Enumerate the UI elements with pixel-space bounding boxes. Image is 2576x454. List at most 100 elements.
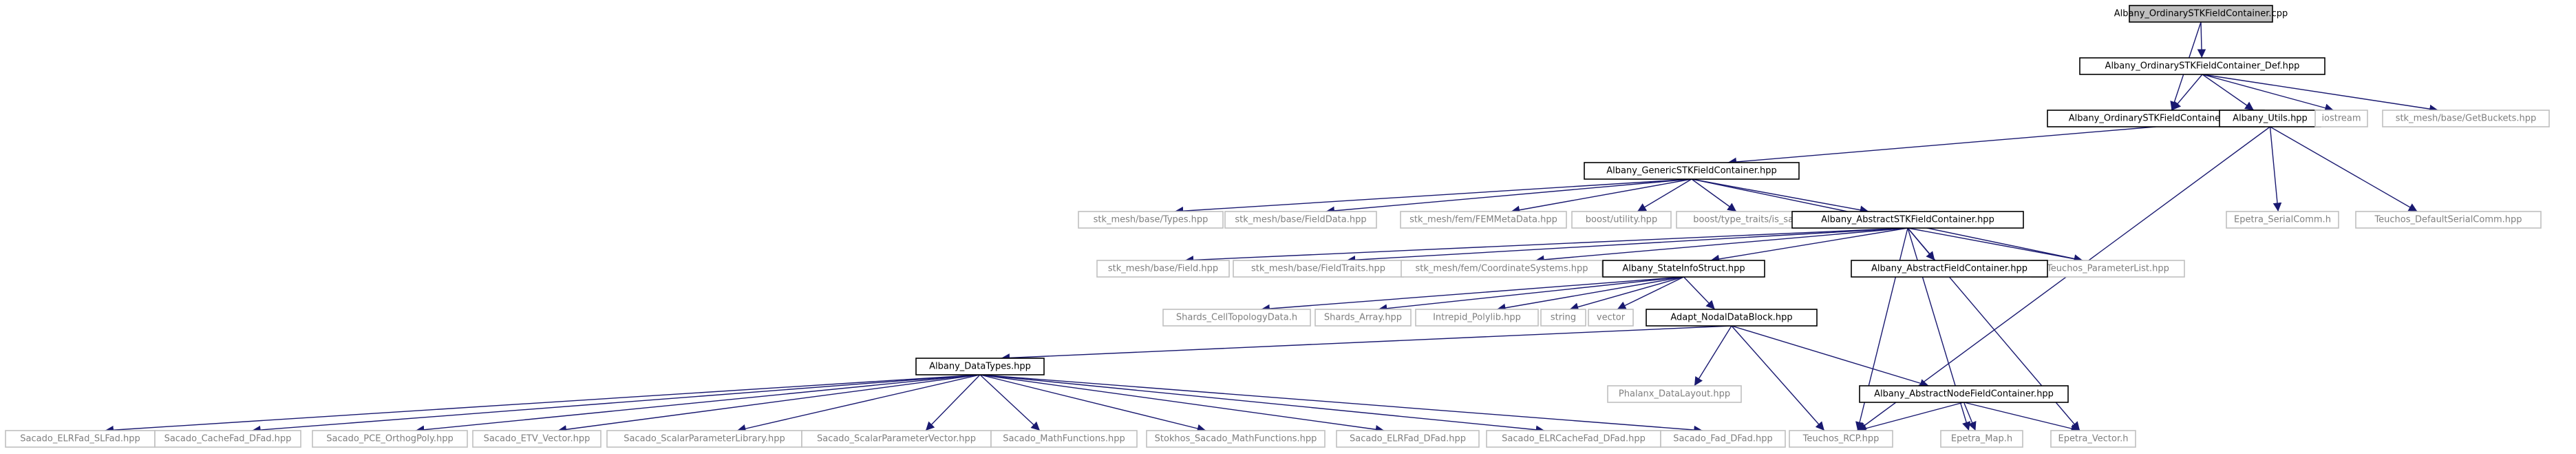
node-label: vector — [1597, 313, 1626, 323]
node-label: stk_mesh/fem/CoordinateSystems.hpp — [1416, 264, 1588, 274]
node-rcp: Teuchos_RCP.hpp — [1789, 430, 1893, 448]
edge-utils-to-rcp — [1857, 126, 2270, 431]
edge — [1511, 178, 1692, 214]
node-layer: Albany_OrdinarySTKFieldContainer.cppAlba… — [5, 5, 2550, 448]
edge-datatypes-to-elrdfad — [979, 374, 1385, 434]
node-label: Phalanx_DataLayout.hpp — [1619, 389, 1730, 400]
node-label: Albany_StateInfoStruct.hpp — [1622, 264, 1745, 274]
edge — [1378, 276, 1684, 313]
node-label: Adapt_NodalDataBlock.hpp — [1670, 313, 1792, 323]
edge-generic-to-types — [1174, 178, 1692, 216]
node-label: Albany_OrdinarySTKFieldContainer.hpp — [2069, 114, 2244, 124]
node-abstractstk[interactable]: Albany_AbstractSTKFieldContainer.hpp — [1791, 211, 2024, 229]
edge — [1727, 126, 2156, 167]
edge — [1174, 178, 1692, 216]
node-box[interactable] — [1584, 162, 1800, 180]
edge-stateinfo-to-celltopo — [1261, 276, 1684, 313]
node-datatypes[interactable]: Albany_DataTypes.hpp — [915, 358, 1045, 375]
node-box[interactable] — [1646, 309, 1818, 327]
node-box — [2050, 430, 2136, 448]
edge — [1001, 325, 1732, 362]
edge-datatypes-to-faddfad — [979, 374, 1703, 435]
node-coordsys: stk_mesh/fem/CoordinateSystems.hpp — [1401, 260, 1603, 278]
node-nodal[interactable]: Adapt_NodalDataBlock.hpp — [1646, 309, 1818, 327]
node-utils[interactable]: Albany_Utils.hpp — [2219, 110, 2321, 127]
node-abstractfield[interactable]: Albany_AbstractFieldContainer.hpp — [1851, 260, 2048, 278]
node-label: stk_mesh/base/GetBuckets.hpp — [2396, 114, 2537, 124]
node-box — [312, 430, 468, 448]
edge — [1617, 276, 1684, 310]
node-box[interactable] — [915, 358, 1045, 375]
edge — [2269, 126, 2282, 212]
node-box — [2355, 211, 2542, 229]
node-elrslfad: Sacado_ELRFad_SLFad.hpp — [5, 430, 156, 448]
node-box[interactable] — [2079, 57, 2325, 75]
edge-abstractnode-to-rcp — [1857, 402, 1964, 433]
edge — [1326, 178, 1692, 216]
node-box[interactable] — [1791, 211, 2024, 229]
edge — [2197, 21, 2206, 59]
node-label: Albany_Utils.hpp — [2233, 114, 2308, 124]
edge-root-to-def — [2197, 21, 2206, 59]
node-vector: vector — [1588, 309, 1634, 327]
node-box — [1607, 385, 1742, 403]
node-label: Epetra_Map.h — [1951, 434, 2012, 444]
edge-abstractstk-to-paramlist — [1907, 227, 2083, 263]
node-label: Albany_GenericSTKFieldContainer.hpp — [1606, 166, 1777, 176]
edge-datatypes-to-mathfn — [979, 374, 1041, 431]
node-stateinfo[interactable]: Albany_StateInfoStruct.hpp — [1602, 260, 1765, 278]
edge-stateinfo-to-vector — [1617, 276, 1684, 310]
node-box — [2314, 110, 2368, 127]
node-epetravec: Epetra_Vector.h — [2050, 430, 2136, 448]
node-celltopo: Shards_CellTopologyData.h — [1162, 309, 1311, 327]
node-box — [1224, 211, 1377, 229]
edge — [979, 374, 1041, 431]
edge — [925, 374, 981, 431]
edge — [1963, 402, 2080, 433]
node-boostutil: boost/utility.hpp — [1571, 211, 1672, 229]
node-box — [5, 430, 156, 448]
node-label: Sacado_PCE_OrthogPoly.hpp — [326, 434, 453, 444]
node-label: Sacado_ScalarParameterVector.hpp — [817, 434, 976, 444]
node-box — [990, 430, 1138, 448]
node-box[interactable] — [1602, 260, 1765, 278]
node-label: Sacado_CacheFad_DFad.hpp — [164, 434, 292, 444]
node-label: Sacado_ELRFad_SLFad.hpp — [20, 434, 140, 444]
node-string: string — [1540, 309, 1586, 327]
node-box — [1401, 260, 1603, 278]
node-getbuckets: stk_mesh/base/GetBuckets.hpp — [2382, 110, 2550, 127]
node-label: Sacado_ELRCacheFad_DFad.hpp — [1502, 434, 1646, 444]
edge-abstractstk-to-fieldtraits — [1346, 227, 1908, 265]
edge-def-to-getbuckets — [2202, 74, 2438, 114]
node-generic[interactable]: Albany_GenericSTKFieldContainer.hpp — [1584, 162, 1800, 180]
node-box — [1314, 309, 1412, 327]
node-abstractnode[interactable]: Albany_AbstractNodeFieldContainer.hpp — [1859, 385, 2069, 403]
node-box[interactable] — [2129, 5, 2273, 23]
node-box[interactable] — [1859, 385, 2069, 403]
node-label: Albany_OrdinarySTKFieldContainer_Def.hpp — [2105, 61, 2300, 72]
edge — [979, 374, 1206, 433]
edge — [415, 374, 981, 435]
edge — [1261, 276, 1684, 313]
node-label: Teuchos_ParameterList.hpp — [2046, 264, 2169, 274]
node-types: stk_mesh/base/Types.hpp — [1078, 211, 1224, 229]
edge-stateinfo-to-polylib — [1496, 276, 1684, 313]
node-spv: Sacado_ScalarParameterVector.hpp — [801, 430, 992, 448]
node-def[interactable]: Albany_OrdinarySTKFieldContainer_Def.hpp — [2079, 57, 2325, 75]
edge — [979, 374, 1703, 435]
node-label: Albany_AbstractSTKFieldContainer.hpp — [1821, 215, 1994, 225]
node-box — [1096, 260, 1230, 278]
node-label: Stokhos_Sacado_MathFunctions.hpp — [1155, 434, 1317, 444]
node-root[interactable]: Albany_OrdinarySTKFieldContainer.cpp — [2114, 5, 2288, 23]
edge — [979, 374, 1385, 434]
node-box[interactable] — [1851, 260, 2048, 278]
edge-generic-to-abstractstk — [1691, 178, 1869, 214]
node-fieldtraits: stk_mesh/base/FieldTraits.hpp — [1233, 260, 1404, 278]
edge-nodal-to-datalayout — [1694, 325, 1732, 386]
edge-nodal-to-rcp — [1731, 325, 1825, 431]
node-box — [1078, 211, 1224, 229]
node-box — [1336, 430, 1480, 448]
node-label: Sacado_ETV_Vector.hpp — [484, 434, 590, 444]
node-box — [1233, 260, 1404, 278]
node-spl: Sacado_ScalarParameterLibrary.hpp — [606, 430, 802, 448]
